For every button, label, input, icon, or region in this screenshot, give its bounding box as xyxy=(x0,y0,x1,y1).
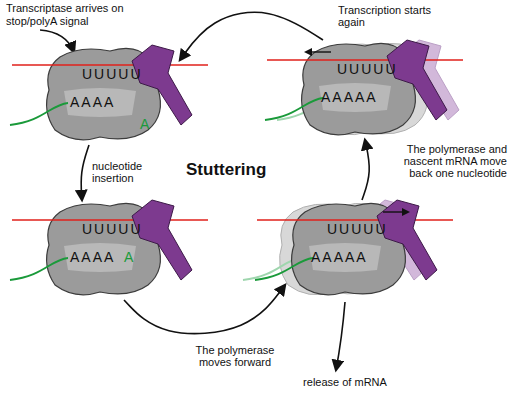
ghost-polymerase xyxy=(277,40,459,135)
cycle-arrow xyxy=(124,285,285,334)
polymerase-state: UUUUUAAAAA xyxy=(40,45,180,145)
clamp-subunit xyxy=(132,45,192,125)
clamp-subunit xyxy=(387,40,447,120)
nascent-mrna xyxy=(10,103,68,125)
active-cleft xyxy=(309,243,381,272)
dna-template xyxy=(12,219,208,221)
active-cleft xyxy=(64,243,136,272)
nascent-mrna xyxy=(10,258,68,280)
template-bases: UUUUU xyxy=(327,222,388,236)
cycle-arrow xyxy=(362,140,369,200)
dna-template xyxy=(257,219,453,221)
active-cleft xyxy=(64,88,136,117)
motion-arrowhead xyxy=(402,208,410,216)
polymerase-state: UUUUU AAAAA xyxy=(285,200,425,300)
dna-template xyxy=(12,64,208,66)
transcript-bases: A xyxy=(124,250,135,264)
active-cleft xyxy=(319,83,391,112)
transcript-bases: A xyxy=(140,117,151,131)
nascent-mrna xyxy=(255,258,313,280)
polymerase xyxy=(10,200,208,295)
template-bases: UUUUU xyxy=(337,62,398,76)
transcript-bases: AAAAA xyxy=(321,90,378,104)
step-label: The polymerase moves forward xyxy=(180,344,290,368)
clamp-subunit xyxy=(132,200,192,280)
polymerase-state: UUUUU AAAAA xyxy=(295,40,435,140)
release-note: release of mRNA xyxy=(290,376,400,389)
transcript-bases: AAAAA xyxy=(311,250,368,264)
polymerase-state: UUUUUAAAAA xyxy=(40,200,180,300)
arrival-note: Transcriptase arrives on stop/polyA sign… xyxy=(6,2,136,28)
polymerase xyxy=(265,40,463,135)
step-label: nucleotide insertion xyxy=(92,160,164,184)
clamp-subunit xyxy=(377,200,437,280)
release-arrow xyxy=(336,302,345,370)
arrival-arrow xyxy=(40,30,74,52)
template-bases: UUUUU xyxy=(82,67,143,81)
cycle-title: Stuttering xyxy=(186,160,286,179)
nascent-mrna xyxy=(265,98,323,120)
transcript-bases: AAAA xyxy=(70,250,115,264)
polymerase xyxy=(10,45,208,140)
transcript-bases: AAAA xyxy=(70,95,115,109)
step-label: The polymerase and nascent mRNA move bac… xyxy=(383,143,507,179)
template-bases: UUUUU xyxy=(82,222,143,236)
polymerase xyxy=(255,200,453,295)
motion-arrowhead xyxy=(304,48,312,56)
step-label: Transcription starts again xyxy=(338,4,438,28)
cycle-arrow xyxy=(81,145,89,200)
dna-template xyxy=(267,59,463,61)
cycle-arrow xyxy=(180,12,323,60)
